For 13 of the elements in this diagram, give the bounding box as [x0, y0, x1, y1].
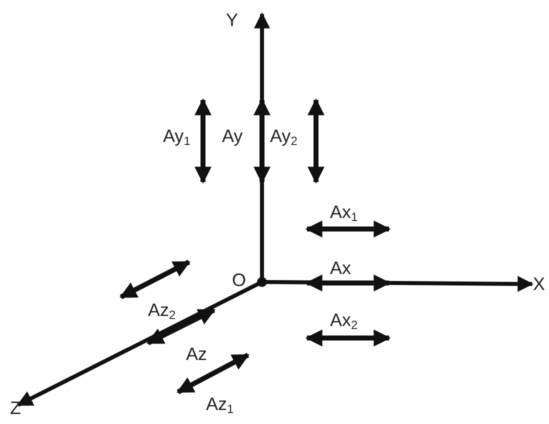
axis-label: Y: [226, 10, 238, 30]
component-label: Ay: [222, 126, 243, 146]
component-label: Ay$_{1}$: [163, 126, 190, 146]
component-label: Ax$_{1}$: [330, 202, 358, 222]
component-label: Ax: [330, 258, 352, 278]
component-label: Ax$_{2}$: [330, 310, 358, 330]
component-label: Ay$_{2}$: [270, 126, 298, 146]
component-label: Az$_{2}$: [148, 300, 176, 320]
component-label: Az$_{1}$: [206, 394, 234, 414]
axis-label: X: [533, 274, 546, 294]
component-label: Az: [186, 344, 208, 364]
origin-label: O: [232, 270, 246, 290]
axis-label: Z: [10, 398, 21, 418]
